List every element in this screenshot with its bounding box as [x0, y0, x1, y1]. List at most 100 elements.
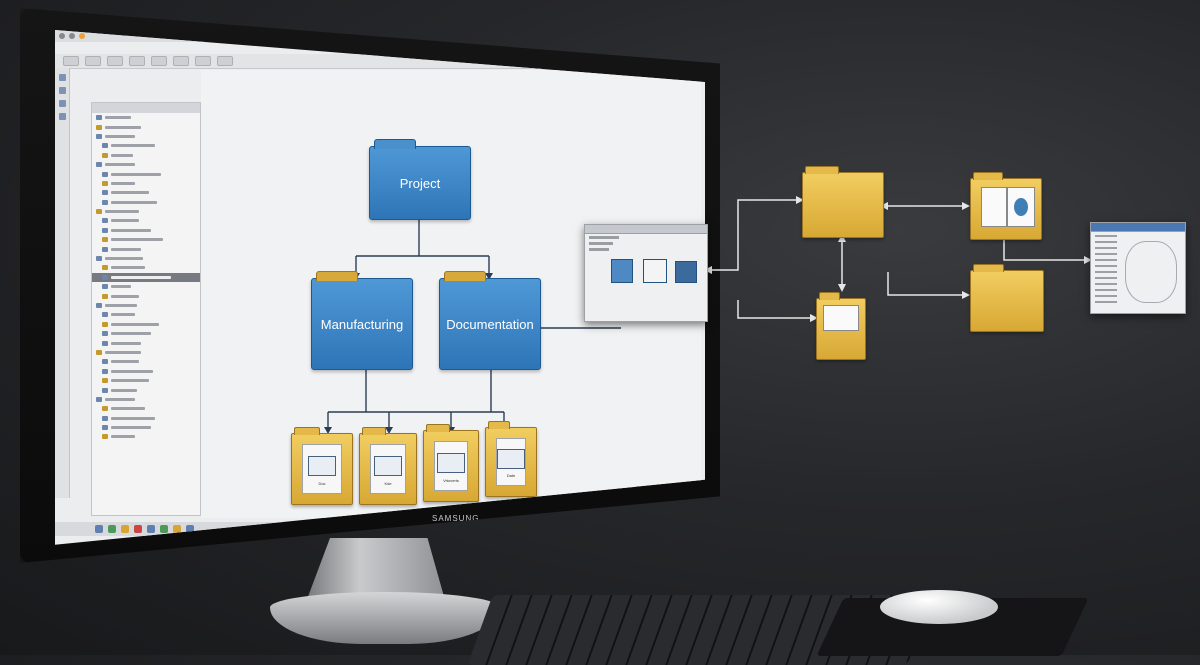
panel-titlebar — [1091, 223, 1185, 232]
tree-item[interactable] — [92, 113, 200, 122]
tree-item[interactable] — [92, 395, 200, 404]
tree-item[interactable] — [92, 291, 200, 300]
left-rail — [55, 68, 70, 498]
window-control-icon[interactable] — [79, 33, 85, 39]
tree-item[interactable] — [92, 385, 200, 394]
document-icon — [497, 448, 525, 469]
tree-item[interactable] — [92, 254, 200, 263]
tree-item[interactable] — [92, 160, 200, 169]
tree-item[interactable] — [92, 320, 200, 329]
taskbar-app-icon[interactable] — [186, 525, 194, 533]
tree-item[interactable] — [92, 132, 200, 141]
document-folder[interactable]: Date — [485, 421, 537, 497]
document-icon — [374, 455, 402, 476]
project-folder[interactable]: Project — [369, 139, 471, 220]
document-icon — [981, 187, 1007, 227]
tree-item[interactable] — [92, 357, 200, 366]
tree-item[interactable] — [92, 235, 200, 244]
folder-tab — [444, 271, 486, 281]
shared-folder[interactable] — [816, 292, 866, 360]
tree-item[interactable] — [92, 367, 200, 376]
file-icon — [102, 274, 108, 280]
tree-item[interactable] — [92, 151, 200, 160]
toolbar-button[interactable] — [63, 56, 79, 66]
taskbar-app-icon[interactable] — [173, 525, 181, 533]
tree-item[interactable] — [92, 282, 200, 291]
tree-item[interactable] — [92, 310, 200, 319]
shared-folder[interactable] — [970, 172, 1042, 240]
tree-item[interactable] — [92, 122, 200, 131]
toolbar-button[interactable] — [85, 56, 101, 66]
taskbar-app-icon[interactable] — [160, 525, 168, 533]
taskbar-app-icon[interactable] — [95, 525, 103, 533]
preview-panel[interactable] — [584, 224, 708, 322]
tree-item[interactable] — [92, 414, 200, 423]
tree-item[interactable] — [92, 244, 200, 253]
document-folder[interactable]: Kde — [359, 427, 417, 505]
tree-item-label — [111, 294, 139, 298]
folder-tab — [362, 427, 387, 435]
toolbar-button[interactable] — [217, 56, 233, 66]
manufacturing-folder[interactable]: Manufacturing — [311, 271, 413, 370]
file-icon — [102, 312, 108, 318]
toolbar-button[interactable] — [107, 56, 123, 66]
tree-item[interactable] — [92, 423, 200, 432]
tree-item-label — [111, 247, 141, 251]
rail-icon[interactable] — [58, 113, 66, 120]
shared-folder[interactable] — [802, 166, 884, 238]
tree-item[interactable] — [92, 198, 200, 207]
tree-item[interactable] — [92, 376, 200, 385]
tree-item[interactable] — [92, 169, 200, 178]
taskbar-app-icon[interactable] — [108, 525, 116, 533]
taskbar-app-icon[interactable] — [134, 525, 142, 533]
window-control-icon[interactable] — [59, 33, 65, 39]
tree-item-label — [111, 181, 135, 185]
taskbar-app-icon[interactable] — [147, 525, 155, 533]
tree-item[interactable] — [92, 141, 200, 150]
file-icon — [102, 143, 108, 149]
file-icon — [102, 284, 108, 290]
shared-folder[interactable] — [970, 264, 1044, 332]
documentation-folder[interactable]: Documentation — [439, 271, 541, 370]
tree-item[interactable] — [92, 432, 200, 441]
tree-item[interactable] — [92, 207, 200, 216]
tree-item-label — [111, 407, 145, 411]
rail-icon[interactable] — [58, 100, 66, 107]
tree-item[interactable] — [92, 226, 200, 235]
taskbar-app-icon[interactable] — [121, 525, 129, 533]
tree-item[interactable] — [92, 338, 200, 347]
folder-icon — [96, 209, 102, 215]
tree-item[interactable] — [92, 404, 200, 413]
folder-tab — [374, 139, 416, 149]
remote-window-panel[interactable] — [1090, 222, 1186, 314]
file-tree-sidebar — [91, 102, 201, 516]
toolbar-button[interactable] — [173, 56, 189, 66]
tree-item-label — [111, 153, 133, 157]
tree-item-label — [111, 238, 163, 242]
toolbar-button[interactable] — [151, 56, 167, 66]
tree-item[interactable] — [92, 179, 200, 188]
toolbar-button[interactable] — [129, 56, 145, 66]
tree-item[interactable] — [92, 263, 200, 272]
document-folder[interactable]: Vrtoverts — [423, 424, 479, 502]
folder-tab — [426, 424, 450, 432]
file-icon — [102, 387, 108, 393]
window-control-icon[interactable] — [69, 33, 75, 39]
file-icon — [102, 199, 108, 205]
folder-icon — [611, 259, 633, 283]
sidebar-header — [92, 103, 200, 113]
tree-item-label — [105, 163, 135, 167]
tree-item[interactable] — [92, 216, 200, 225]
tree-item[interactable] — [92, 348, 200, 357]
tree-item[interactable] — [92, 301, 200, 310]
document-folder[interactable]: Doc — [291, 427, 353, 505]
toolbar-button[interactable] — [195, 56, 211, 66]
tree-item-label — [105, 257, 143, 261]
tree-item[interactable] — [92, 272, 200, 283]
rail-icon[interactable] — [58, 87, 66, 94]
rail-icon[interactable] — [58, 74, 66, 81]
folder-icon — [102, 265, 108, 271]
file-icon — [102, 227, 108, 233]
tree-item[interactable] — [92, 329, 200, 338]
tree-item[interactable] — [92, 188, 200, 197]
